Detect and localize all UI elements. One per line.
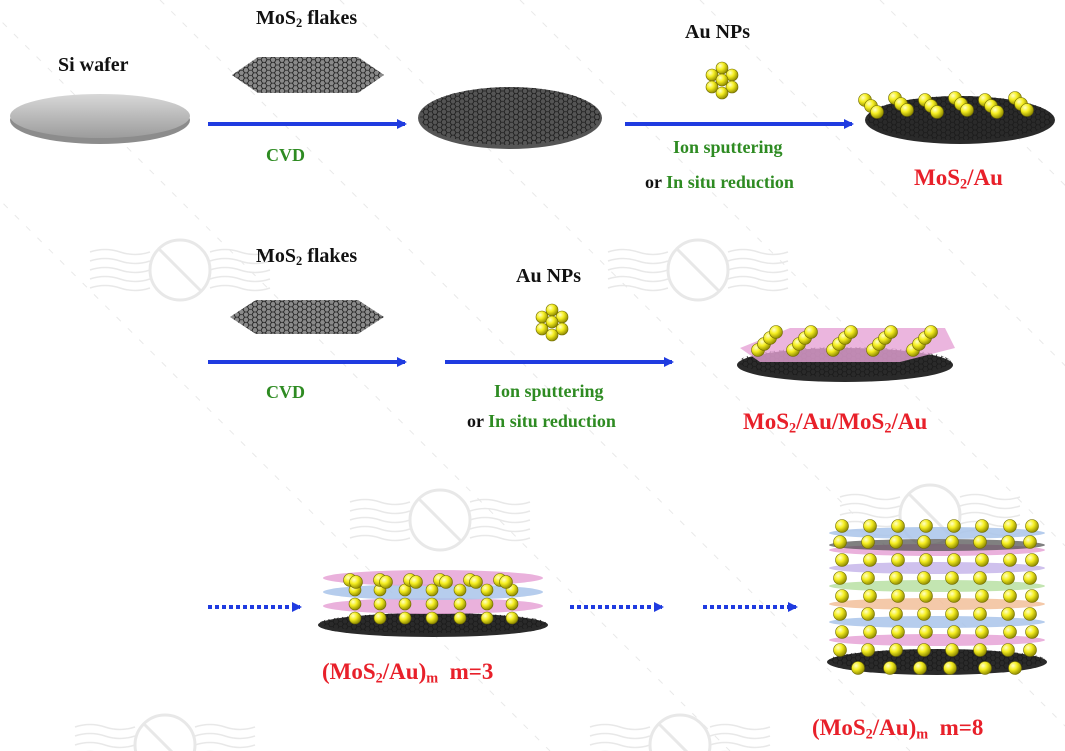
in-situ-reduction-label-row2: or In situ reduction xyxy=(467,411,616,431)
au-np-cluster-icon xyxy=(705,61,739,100)
stack-m8-icon xyxy=(827,519,1047,675)
si-wafer-label: Si wafer xyxy=(58,54,129,76)
si-wafer-icon xyxy=(10,94,190,144)
cvd-label-row2: CVD xyxy=(266,382,305,402)
in-situ-reduction-label: or In situ reduction xyxy=(645,172,794,192)
mos2-flake-icon xyxy=(232,57,384,93)
au-nps-label-row2: Au NPs xyxy=(516,265,582,287)
au-nps-label: Au NPs xyxy=(685,21,751,43)
mos2-au-product-icon xyxy=(858,91,1055,144)
stack-m8-label: (MoS2/Au)m m=8 xyxy=(812,715,984,743)
ion-sputtering-label-row2: Ion sputtering xyxy=(494,381,604,401)
cvd-label: CVD xyxy=(266,145,305,165)
au-np-cluster-icon-row2 xyxy=(535,303,569,342)
mos2-flake-icon-row2 xyxy=(230,300,384,334)
stack-m3-label: (MoS2/Au)m m=3 xyxy=(322,659,494,687)
product-mos2-au-label: MoS2/Au xyxy=(914,165,1003,193)
ion-sputtering-label: Ion sputtering xyxy=(673,137,783,157)
stack-m3-icon xyxy=(318,570,548,637)
product-mos2-au-mos2-au-label: MoS2/Au/MoS2/Au xyxy=(743,409,928,437)
mos2-coated-wafer-icon xyxy=(418,87,602,149)
mos2-flakes-label: MoS2 flakes xyxy=(256,7,358,31)
mos2-flakes-label-row2: MoS2 flakes xyxy=(256,245,358,269)
mos2-au-mos2-au-stack-icon xyxy=(737,325,955,382)
